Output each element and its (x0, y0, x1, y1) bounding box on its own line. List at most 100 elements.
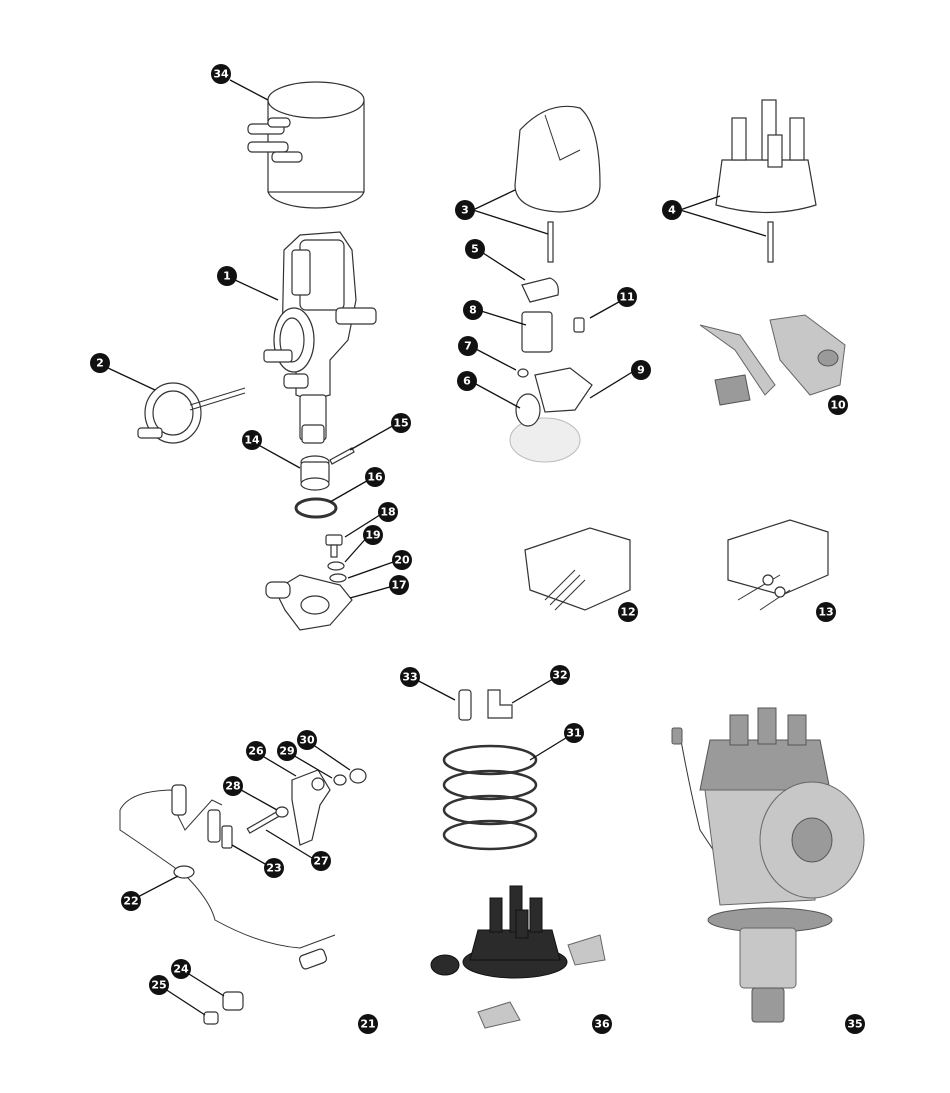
part-connector-33 (458, 689, 472, 721)
callout-26: 26 (246, 741, 266, 761)
part-angle-connector-32 (487, 689, 513, 719)
svg-text:5: 5 (471, 243, 479, 256)
part-contact-set (521, 311, 553, 353)
callout-8: 8 (463, 300, 483, 320)
callout-19: 19 (363, 525, 383, 545)
callout-36: 36 (592, 1014, 612, 1034)
part-sleeve-23 (221, 825, 233, 849)
callout-6: 6 (457, 371, 477, 391)
part-screw-11 (573, 317, 585, 333)
part-complete-distributor-35 (671, 707, 865, 1023)
part-distributor-cap-3 (514, 105, 601, 263)
callout-20: 20 (392, 550, 412, 570)
svg-text:19: 19 (365, 529, 380, 542)
callout-13: 13 (816, 602, 836, 622)
callout-25: 25 (149, 975, 169, 995)
part-suppressor-lead (119, 784, 336, 970)
part-washer-19 (327, 561, 345, 571)
svg-text:4: 4 (668, 204, 676, 217)
callout-29: 29 (277, 741, 297, 761)
part-service-kit-36 (430, 885, 606, 1029)
callout-7: 7 (458, 336, 478, 356)
svg-text:13: 13 (818, 606, 833, 619)
svg-text:10: 10 (830, 399, 846, 412)
part-kit-box-12 (524, 527, 631, 611)
callout-16: 16 (365, 467, 385, 487)
part-screw-7 (517, 368, 529, 378)
callout-12: 12 (618, 602, 638, 622)
callout-31: 31 (564, 723, 584, 743)
part-distributor-cap-4 (715, 99, 817, 263)
svg-text:15: 15 (393, 417, 408, 430)
svg-text:22: 22 (123, 895, 138, 908)
svg-text:27: 27 (313, 855, 328, 868)
svg-text:8: 8 (469, 304, 477, 317)
callout-1: 1 (217, 266, 237, 286)
svg-text:18: 18 (380, 506, 395, 519)
svg-text:33: 33 (402, 671, 417, 684)
part-baseplate (509, 367, 593, 463)
callout-32: 32 (550, 665, 570, 685)
part-pin (329, 447, 355, 465)
part-drive-dog (300, 455, 330, 491)
svg-text:17: 17 (391, 579, 406, 592)
callout-9: 9 (631, 360, 651, 380)
svg-text:28: 28 (225, 780, 240, 793)
svg-text:23: 23 (266, 862, 281, 875)
part-rotor-arm (521, 277, 559, 303)
callout-22: 22 (121, 891, 141, 911)
part-washer-29 (333, 774, 347, 786)
svg-text:2: 2 (96, 357, 104, 370)
svg-text:34: 34 (213, 68, 229, 81)
callout-17: 17 (389, 575, 409, 595)
part-kit-box-13 (727, 519, 829, 611)
part-bolt (325, 534, 343, 558)
svg-text:30: 30 (299, 734, 315, 747)
callout-2: 2 (90, 353, 110, 373)
svg-text:7: 7 (464, 340, 472, 353)
part-bracket (291, 769, 331, 846)
callout-21: 21 (358, 1014, 378, 1034)
callout-30: 30 (297, 730, 317, 750)
svg-text:24: 24 (173, 963, 189, 976)
callout-33: 33 (400, 667, 420, 687)
part-distributor-cover (247, 81, 365, 209)
part-spring (442, 744, 538, 851)
part-contact-breaker-10 (699, 314, 846, 406)
leader-lines (107, 79, 767, 1016)
svg-text:20: 20 (394, 554, 410, 567)
svg-text:26: 26 (248, 745, 264, 758)
part-bush-24 (222, 991, 244, 1011)
part-bolt-27 (246, 810, 281, 834)
callout-14: 14 (242, 430, 262, 450)
callout-10: 10 (828, 395, 848, 415)
svg-text:25: 25 (151, 979, 166, 992)
callout-23: 23 (264, 858, 284, 878)
callout-28: 28 (223, 776, 243, 796)
svg-text:32: 32 (552, 669, 567, 682)
callout-5: 5 (465, 239, 485, 259)
svg-text:6: 6 (463, 375, 471, 388)
svg-text:36: 36 (594, 1018, 610, 1031)
part-bush-25 (203, 1011, 219, 1025)
svg-text:3: 3 (461, 204, 469, 217)
callout-27: 27 (311, 851, 331, 871)
svg-text:9: 9 (637, 364, 645, 377)
part-clamp-plate (265, 574, 353, 631)
svg-text:12: 12 (620, 606, 635, 619)
svg-text:14: 14 (244, 434, 260, 447)
part-nut-30 (349, 768, 367, 784)
svg-text:35: 35 (847, 1018, 862, 1031)
part-washer-28 (275, 806, 289, 818)
callout-11: 11 (617, 287, 637, 307)
callout-34: 34 (211, 64, 231, 84)
callout-3: 3 (455, 200, 475, 220)
callout-18: 18 (378, 502, 398, 522)
svg-text:31: 31 (566, 727, 581, 740)
svg-text:11: 11 (619, 291, 634, 304)
svg-text:21: 21 (360, 1018, 375, 1031)
callout-4: 4 (662, 200, 682, 220)
part-distributor-body (263, 231, 377, 444)
part-washer-20 (329, 573, 347, 583)
